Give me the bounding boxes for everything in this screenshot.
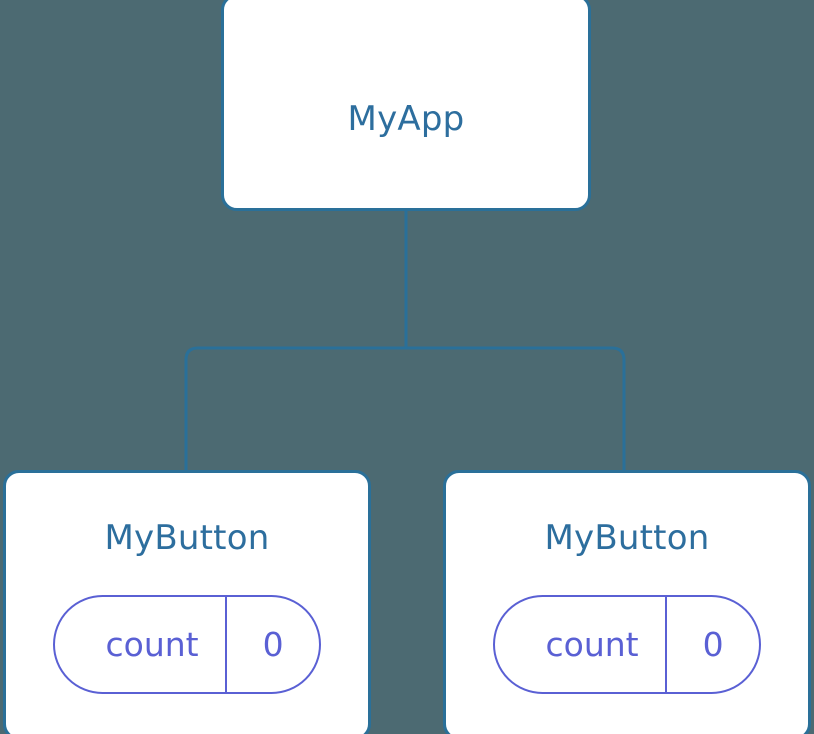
state-key-label: count	[105, 625, 199, 664]
state-pill-value: 0	[227, 597, 319, 692]
component-node-myapp[interactable]: MyApp	[221, 0, 591, 211]
state-pill-key: count	[495, 597, 668, 692]
state-value-label: 0	[702, 625, 724, 664]
state-pill-key: count	[55, 597, 228, 692]
state-pill-count[interactable]: count 0	[493, 595, 761, 694]
component-node-title: MyButton	[104, 518, 270, 558]
edge-to-child-0	[184, 346, 406, 472]
component-node-title: MyButton	[544, 518, 710, 558]
component-node-mybutton-0[interactable]: MyButton count 0	[3, 470, 371, 734]
component-node-title: MyApp	[347, 99, 465, 139]
state-pill-value: 0	[667, 597, 759, 692]
state-value-label: 0	[262, 625, 284, 664]
edge-to-child-1	[406, 346, 626, 472]
state-pill-count[interactable]: count 0	[53, 595, 321, 694]
state-key-label: count	[545, 625, 639, 664]
component-node-mybutton-1[interactable]: MyButton count 0	[443, 470, 811, 734]
